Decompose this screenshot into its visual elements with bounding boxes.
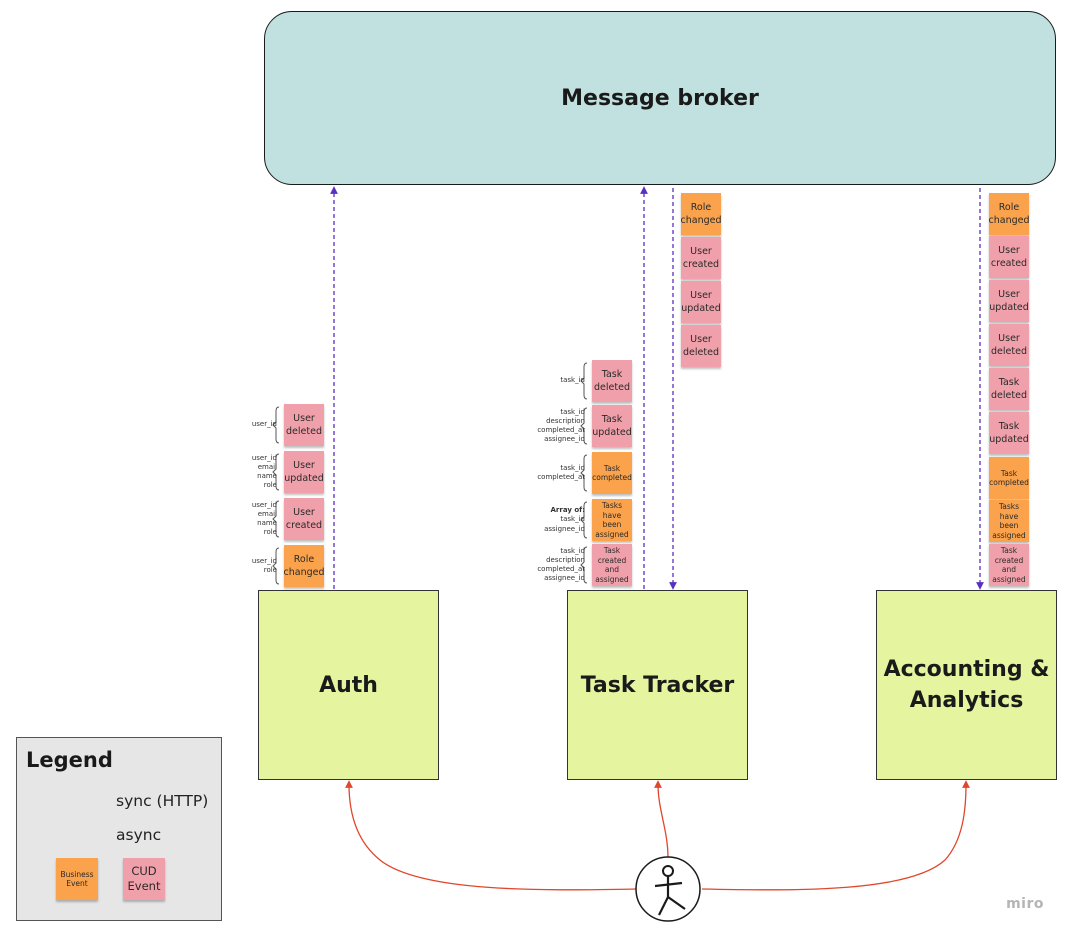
field-brace <box>580 454 588 492</box>
legend-cud-event: CUD Event <box>123 858 165 900</box>
accounting-analytics-service-label: Accounting & Analytics <box>883 657 1050 713</box>
event-sticky-role-changed: Role changed <box>284 545 325 587</box>
sync-arrow-user-to-tasktracker <box>654 780 669 859</box>
event-fields-prefix: Array of: <box>550 506 585 515</box>
legend-title: Legend <box>26 748 113 772</box>
event-sticky-task-deleted: Task deleted <box>592 360 632 402</box>
event-sticky-user-updated: User updated <box>284 451 324 493</box>
event-sticky-tasks-have-been-assigned: Tasks have been assigned <box>592 499 632 541</box>
legend-business-event: Business Event <box>56 858 98 900</box>
auth-service: Auth <box>258 590 439 780</box>
event-fields: Array of:task_id assignee_id <box>530 499 585 541</box>
event-fields: user_id email name role <box>222 451 277 493</box>
field-brace <box>580 362 588 400</box>
event-fields-list: task_id description completed_at assigne… <box>537 546 585 583</box>
event-sticky-user-created: User created <box>681 237 721 279</box>
event-fields: task_id completed_at <box>530 452 585 494</box>
sync-arrow-user-to-auth <box>345 780 637 891</box>
event-sticky-tasks-have-been-assigned: Tasks have been assigned <box>989 500 1029 542</box>
event-fields-list: task_id completed_at <box>537 463 585 481</box>
legend-async-label: async <box>116 826 162 844</box>
event-fields: user_id role <box>222 545 277 587</box>
event-fields-list: user_id email name role <box>251 453 277 490</box>
legend-sync-label: sync (HTTP) <box>116 792 209 810</box>
event-sticky-user-deleted: User deleted <box>284 404 324 446</box>
event-fields-list: user_id <box>251 420 277 429</box>
field-brace <box>272 500 280 538</box>
field-brace <box>580 407 588 445</box>
event-sticky-task-completed: Task completed <box>989 457 1029 499</box>
accounting-analytics-service: Accounting & Analytics <box>876 590 1057 780</box>
field-brace <box>272 453 280 491</box>
auth-service-label: Auth <box>319 672 378 698</box>
event-fields-list: task_id <box>560 376 585 385</box>
message-broker-label: Message broker <box>561 85 759 111</box>
legend: Legend sync (HTTP) async Business Event … <box>16 737 222 921</box>
event-fields: task_id description completed_at assigne… <box>530 405 585 447</box>
event-sticky-task-updated: Task updated <box>592 405 632 447</box>
task-tracker-service: Task Tracker <box>567 590 748 780</box>
event-fields: task_id description completed_at assigne… <box>530 544 585 586</box>
event-fields-list: user_id email name role <box>251 500 277 537</box>
event-sticky-user-created: User created <box>284 498 324 540</box>
field-braces <box>272 362 588 585</box>
event-sticky-role-changed: Role changed <box>681 193 722 235</box>
event-fields-list: task_id description completed_at assigne… <box>537 407 585 444</box>
event-fields: task_id <box>530 360 585 402</box>
miro-watermark: miro <box>1006 896 1044 912</box>
message-broker: Message broker <box>264 11 1056 185</box>
event-sticky-role-changed: Role changed <box>989 193 1030 235</box>
event-fields: user_id <box>222 404 277 446</box>
field-brace <box>580 546 588 584</box>
event-sticky-task-deleted: Task deleted <box>989 368 1029 410</box>
user-actor-icon <box>635 856 701 922</box>
event-fields-list: user_id role <box>251 556 277 574</box>
event-sticky-task-completed: Task completed <box>592 452 632 494</box>
event-sticky-user-deleted: User deleted <box>681 325 721 367</box>
event-sticky-task-created-and-assigned: Task created and assigned <box>989 544 1029 586</box>
event-fields-list: task_id assignee_id <box>544 515 585 533</box>
event-sticky-task-created-and-assigned: Task created and assigned <box>592 544 632 586</box>
event-sticky-user-updated: User updated <box>989 280 1029 322</box>
event-sticky-task-updated: Task updated <box>989 412 1029 454</box>
field-brace <box>272 547 280 585</box>
event-sticky-user-updated: User updated <box>681 281 721 323</box>
task-tracker-service-label: Task Tracker <box>580 672 735 698</box>
sync-arrow-user-to-accounting <box>701 780 970 891</box>
field-brace <box>580 501 588 539</box>
event-sticky-user-deleted: User deleted <box>989 324 1029 366</box>
field-brace <box>272 406 280 444</box>
event-fields: user_id email name role <box>222 498 277 540</box>
event-sticky-user-created: User created <box>989 236 1029 278</box>
